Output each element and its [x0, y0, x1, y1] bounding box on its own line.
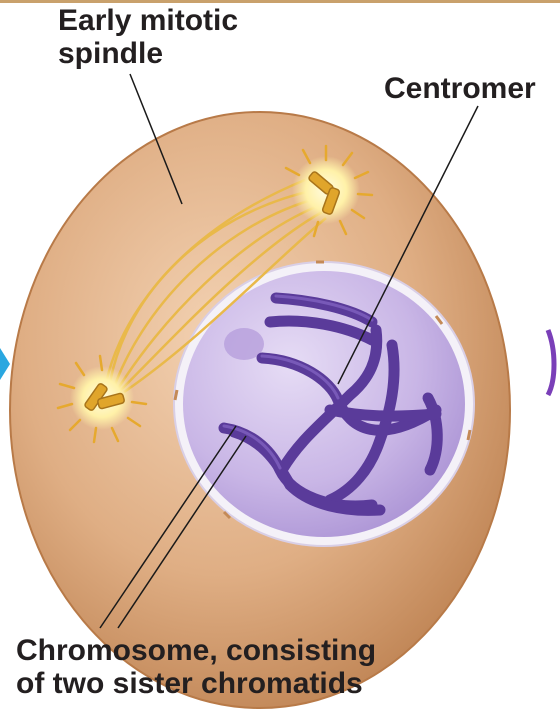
edge-chromosome-fragment: [548, 330, 554, 395]
chromosome-label-line1: Chromosome, consisting: [16, 634, 376, 667]
centromere-label: Centromer: [384, 72, 536, 105]
spindle-label: Early mitotic spindle: [58, 4, 238, 70]
chromosome-label: Chromosome, consisting of two sister chr…: [16, 634, 376, 700]
top-border: [0, 0, 560, 3]
chromosome-label-line2: of two sister chromatids: [16, 667, 376, 700]
arrow-icon: [0, 348, 10, 380]
spindle-label-line2: spindle: [58, 37, 238, 70]
spindle-label-line1: Early mitotic: [58, 4, 238, 37]
